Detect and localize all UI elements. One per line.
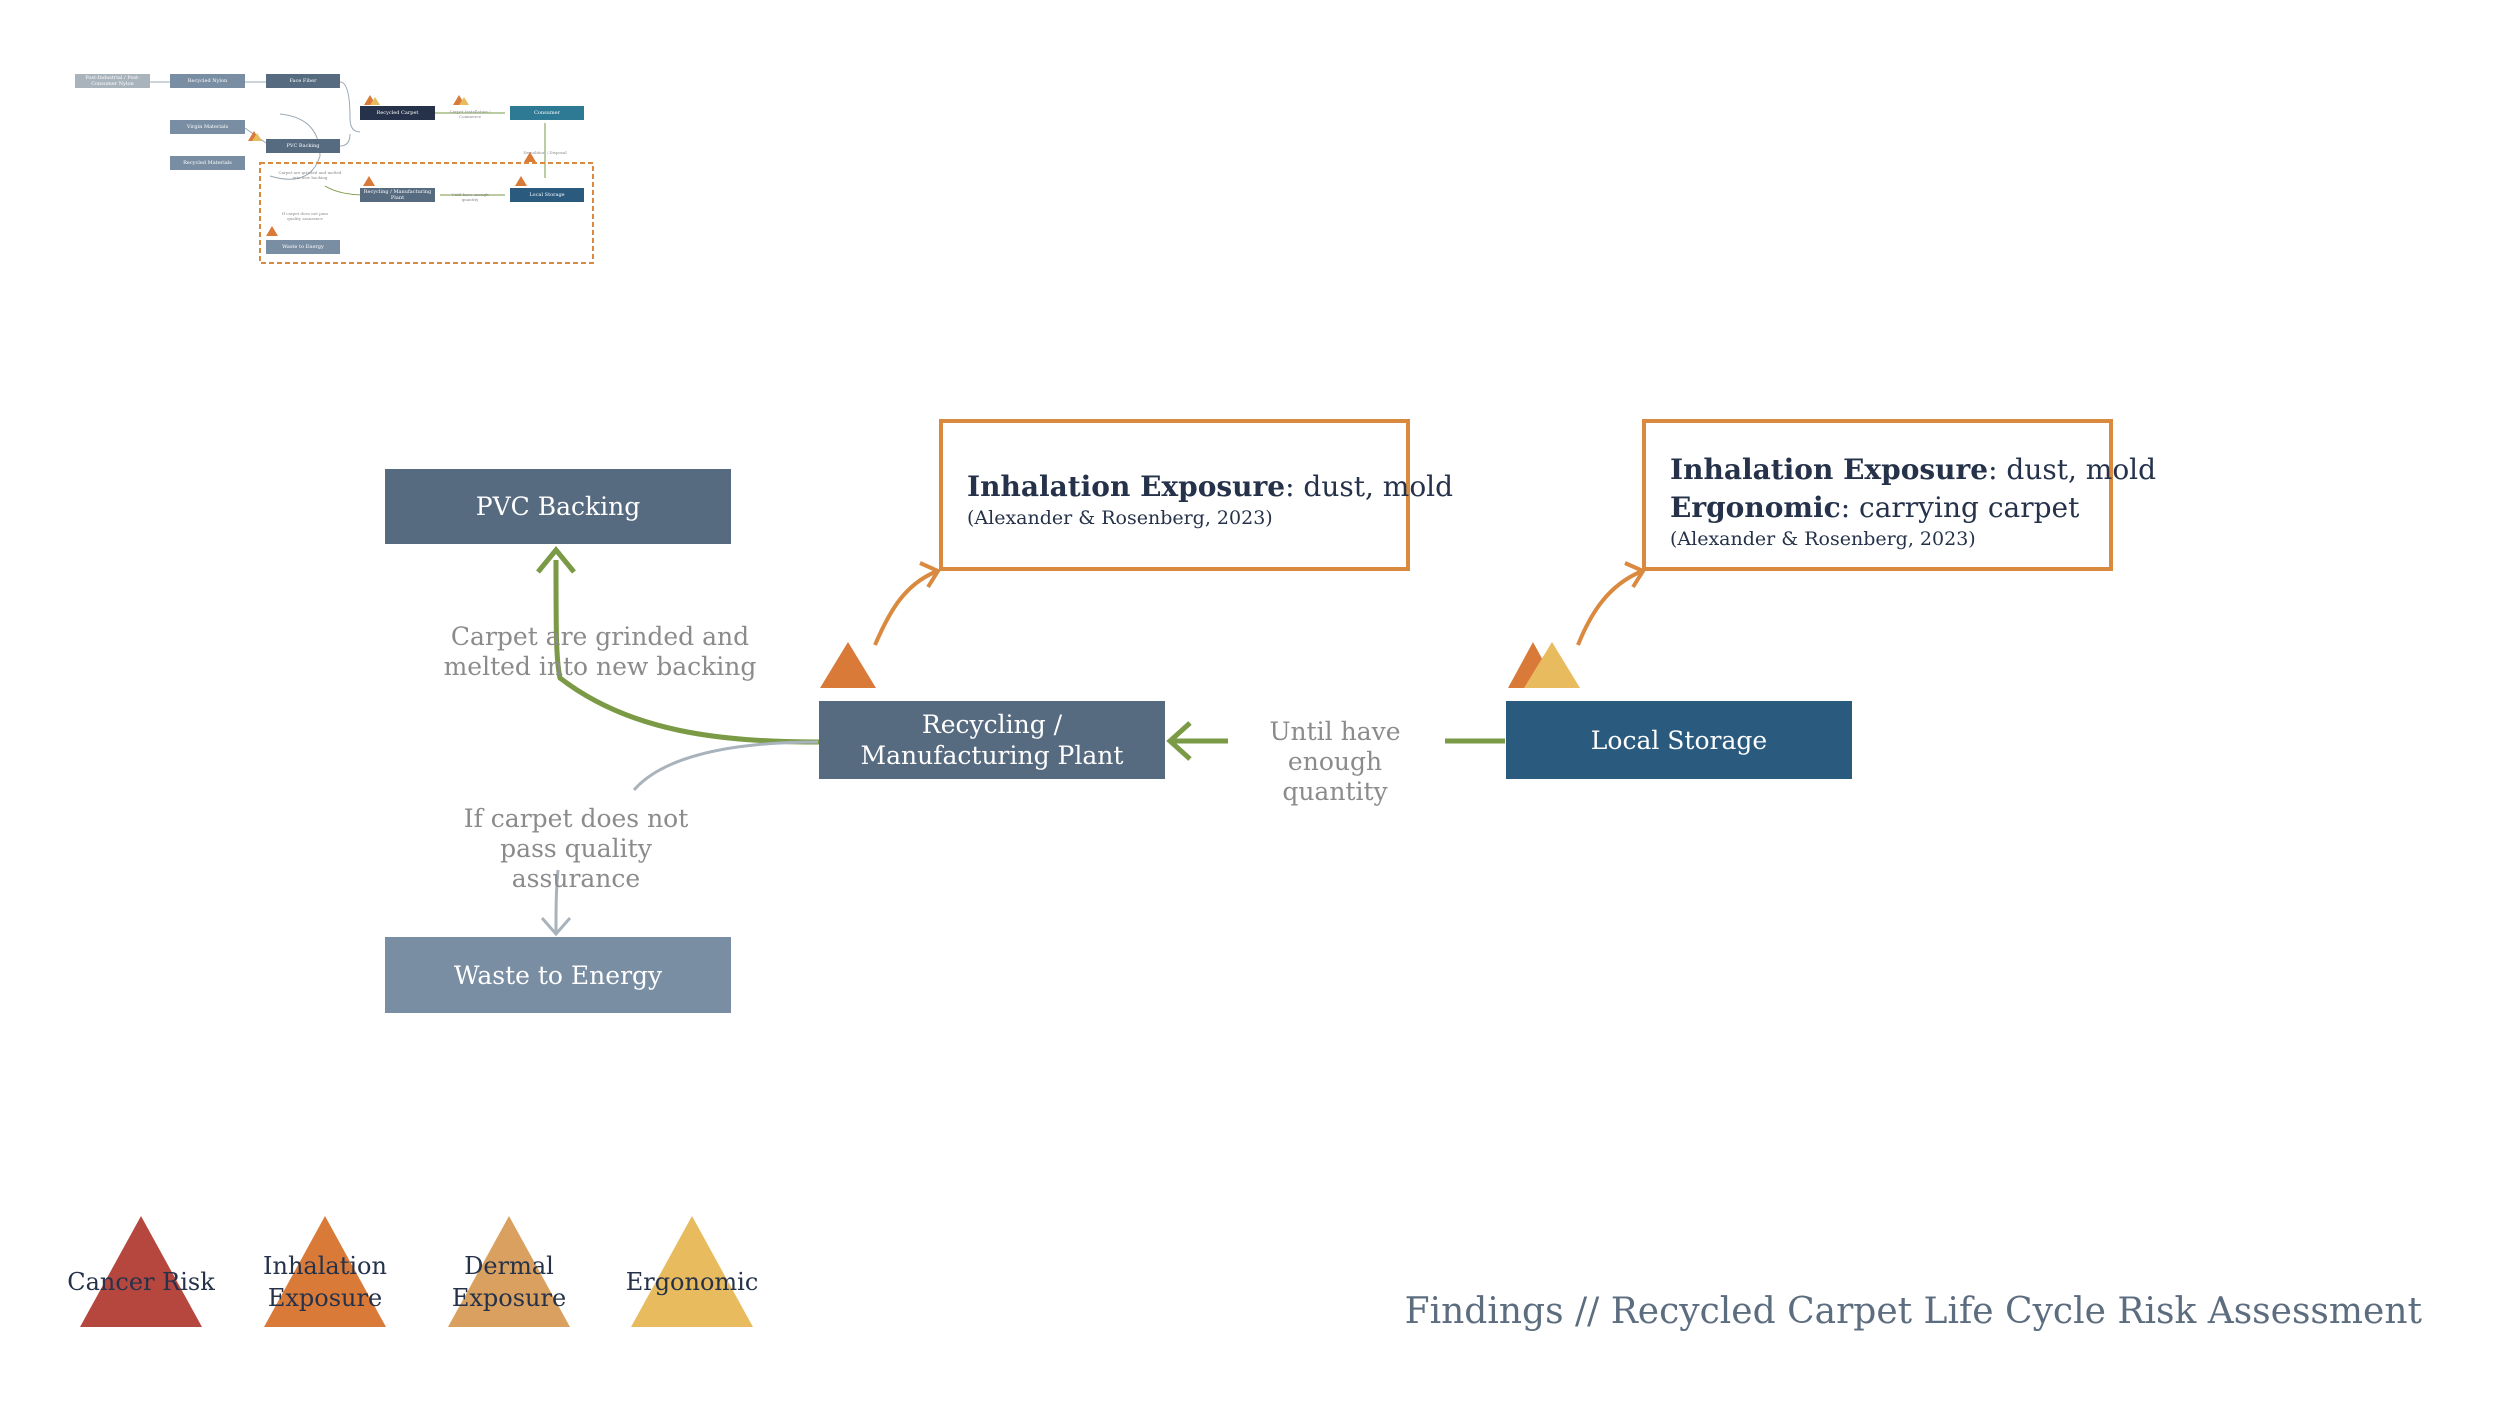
overview-recycled-materials: Recycled Materials (170, 156, 245, 170)
arrow-to-plant-callout (873, 570, 936, 646)
callout-inhalation-text: : dust, mold (1285, 470, 1454, 503)
dermal-exposure-triangle (448, 1216, 570, 1327)
arrow-to-waste (632, 740, 819, 791)
legend-cancer-risk: Cancer Risk (67, 1268, 215, 1296)
callout-ergonomic-label: Ergonomic (1670, 491, 1841, 524)
arrow-to-storage-callout (1576, 570, 1641, 646)
legend-ergonomic: Ergonomic (625, 1268, 759, 1296)
overview-post-industrial: Post-Industrial / Post-Consumer Nylon (75, 74, 150, 88)
recycling-plant-node: Recycling / Manufacturing Plant (819, 701, 1165, 779)
overview-recycling-plant: Recycling / Manufacturing Plant (360, 188, 435, 202)
arrowhead-pvc-backing (536, 546, 576, 574)
overview-triangle (363, 176, 375, 186)
overview-quality-note: If carpet does not pass quality assuranc… (281, 211, 329, 221)
waste-to-energy-node: Waste to Energy (385, 937, 731, 1013)
arrowhead-plant-callout (919, 561, 941, 589)
callout-citation: (Alexander & Rosenberg, 2023) (1670, 528, 1976, 550)
inhalation-exposure-triangle (264, 1216, 386, 1327)
pvc-backing-node: PVC Backing (385, 469, 731, 544)
quality-note: If carpet does not pass quality assuranc… (463, 804, 689, 893)
callout-inhalation-text: : dust, mold (1988, 453, 2157, 486)
arrowhead-waste (540, 917, 572, 937)
overview-grind-note: Carpet are grinded and melted into new b… (278, 170, 342, 180)
arrowhead-plant (1166, 721, 1192, 761)
overview-recycled-nylon: Recycled Nylon (170, 74, 245, 88)
overview-consumer: Consumer (510, 106, 584, 120)
overview-pvc-backing: PVC Backing (266, 139, 340, 153)
footer-title: Findings // Recycled Carpet Life Cycle R… (1404, 1291, 2422, 1332)
overview-connectors (150, 81, 594, 264)
ergonomic-triangle-storage (1524, 642, 1580, 688)
arrowhead-storage-callout (1624, 561, 1646, 589)
arrow-to-pvc-backing (553, 559, 821, 745)
overview-demolition: Demolition / Disposal (523, 150, 567, 155)
overview-triangle (515, 176, 527, 186)
local-storage-node: Local Storage (1506, 701, 1852, 779)
ergonomic-triangle (631, 1216, 753, 1327)
overview-waste-to-energy: Waste to Energy (266, 240, 340, 254)
callout-ergonomic-text: : carrying carpet (1840, 491, 2080, 524)
overview-carpet-installation: Carpet Installation / Commerce (449, 109, 491, 119)
overview-until-have: Until have enough quantity (451, 192, 489, 202)
legend-dermal-exposure: Dermal Exposure (451, 1252, 567, 1312)
cancer-risk-triangle (80, 1216, 202, 1327)
plant-hazard-callout: Inhalation Exposure: dust, mold (Alexand… (939, 419, 1453, 571)
legend-inhalation-exposure: Inhalation Exposure (263, 1252, 387, 1312)
overview-virgin-materials: Virgin Materials (170, 120, 245, 134)
overview-map: Post-Industrial / Post-Consumer Nylon Re… (70, 68, 610, 273)
overview-triangle (524, 152, 536, 162)
overview-local-storage: Local Storage (510, 188, 584, 202)
inhalation-triangle-plant (820, 642, 876, 688)
quantity-note: Until have enough quantity (1269, 717, 1401, 806)
callout-citation: (Alexander & Rosenberg, 2023) (967, 507, 1273, 529)
storage-hazard-callout: Inhalation Exposure: dust, mold Ergonomi… (1642, 419, 2156, 571)
overview-recycled-carpet: Recycled Carpet (360, 106, 435, 120)
overview-face-fiber: Face Fiber (266, 74, 340, 88)
callout-inhalation-label: Inhalation Exposure (1670, 453, 1989, 486)
callout-inhalation-label: Inhalation Exposure (967, 470, 1286, 503)
grind-note: Carpet are grinded and melted into new b… (443, 622, 757, 681)
overview-triangle (266, 226, 278, 236)
legend-triangles (80, 1216, 753, 1327)
